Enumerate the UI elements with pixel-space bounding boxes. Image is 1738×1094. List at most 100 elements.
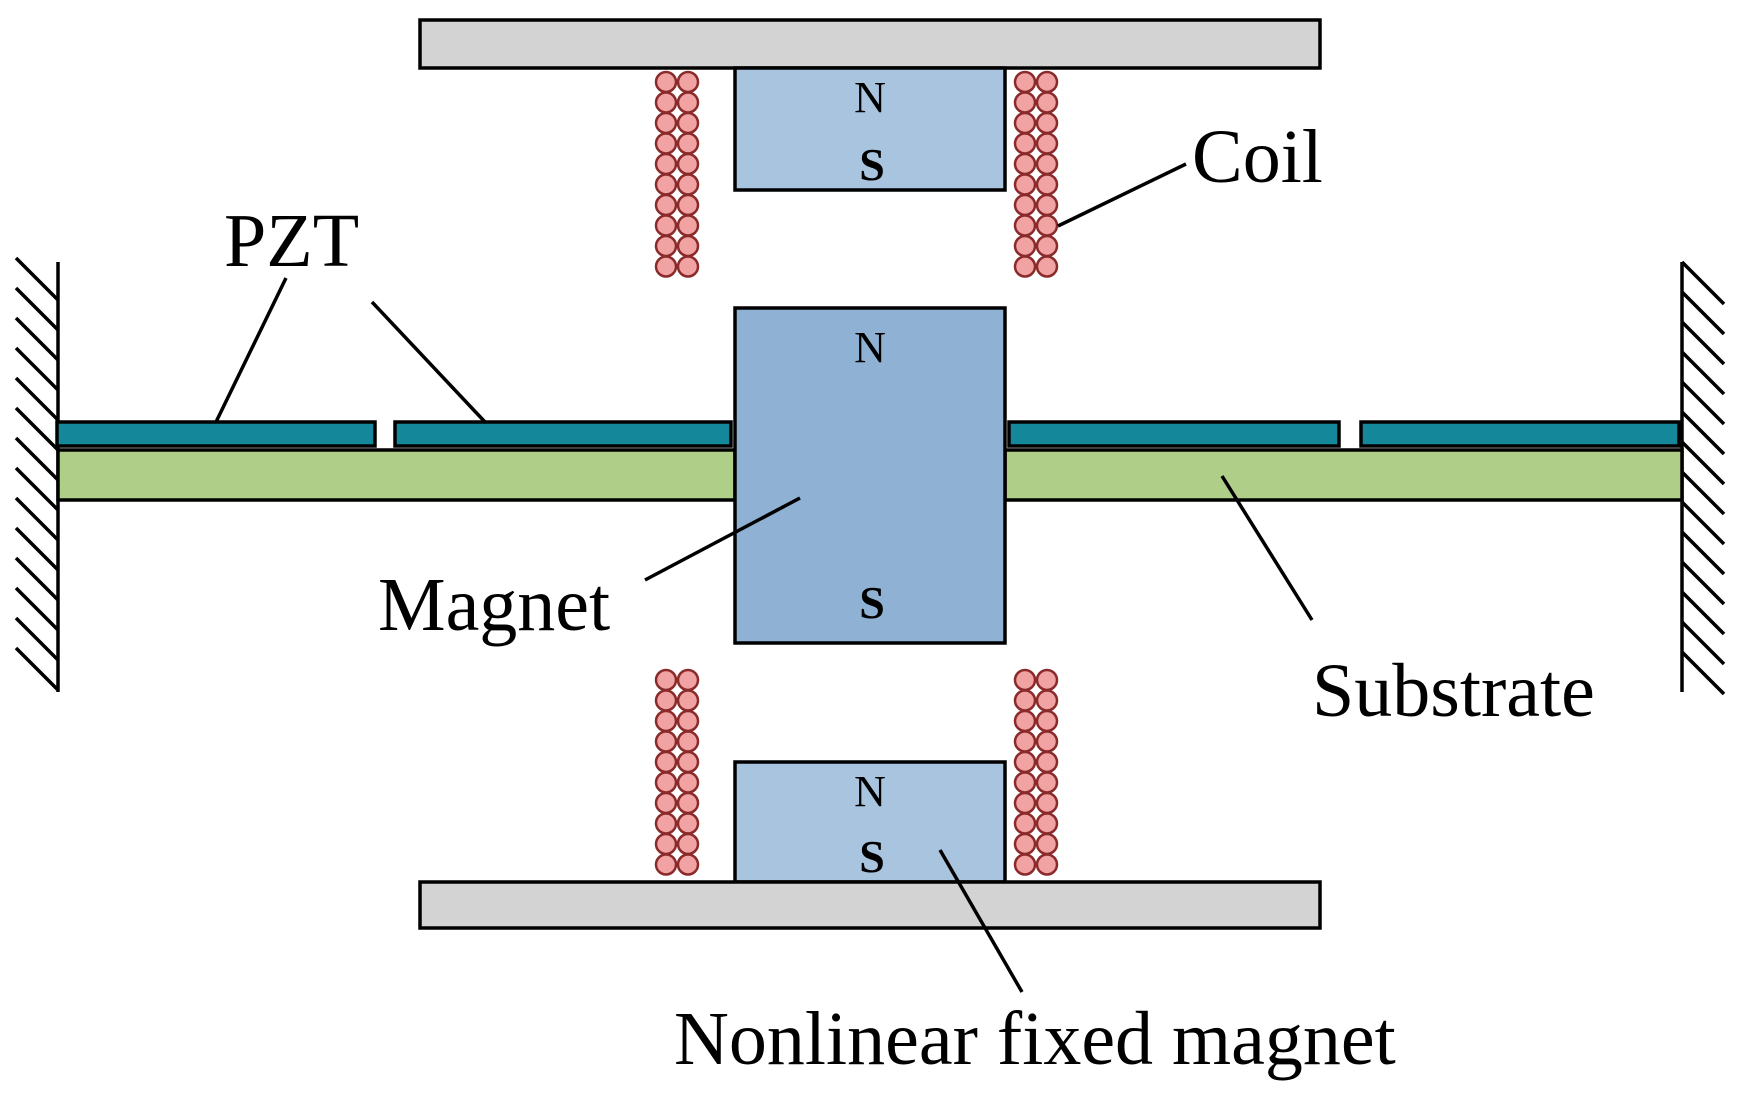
bottom-magnet-s-label: S (859, 831, 885, 882)
coil-turn (654, 812, 678, 835)
coil-turn (654, 152, 678, 176)
fixed-magnet-leader (938, 849, 1024, 993)
coil-turn (1013, 111, 1037, 135)
hatch-line (14, 526, 60, 572)
coil-turn (654, 70, 678, 94)
coil-turn (654, 668, 678, 692)
hatch-line (14, 496, 60, 542)
hatch-line (14, 646, 60, 692)
coil-turn (1035, 111, 1059, 135)
coil-turn (676, 193, 700, 217)
coil-turn (1035, 730, 1059, 753)
coil-turn (1013, 709, 1037, 733)
hatch-line (1680, 290, 1726, 336)
coil-turn (654, 255, 678, 278)
coil-leader (1057, 162, 1187, 228)
coil-turn (1035, 750, 1059, 774)
coil-turn (676, 709, 700, 733)
pzt-layer-4 (1359, 420, 1681, 448)
bottom-plate (418, 880, 1322, 930)
hatch-line (1680, 530, 1726, 576)
coil-turn (1035, 255, 1059, 278)
substrate-leader (1220, 475, 1314, 621)
substrate-left (56, 448, 737, 502)
coil-turn (676, 689, 700, 712)
coil-turn (676, 132, 700, 155)
coil-turn (676, 771, 700, 794)
left-wall-hatch-icon (14, 256, 60, 692)
coil-turn (1013, 91, 1037, 114)
hatch-line (1680, 650, 1726, 696)
coil-turn (1035, 132, 1059, 155)
hatch-line (14, 376, 60, 422)
pzt-layer-2 (393, 420, 733, 448)
coil-turn (1035, 91, 1059, 114)
hatch-line (1680, 500, 1726, 546)
coil-turn (676, 255, 700, 278)
coil-turn (1035, 812, 1059, 835)
coil-turn (1035, 853, 1059, 876)
hatch-line (14, 436, 60, 482)
top-plate (418, 18, 1322, 70)
coil-turn (676, 832, 700, 856)
top-magnet-n-label: N (854, 73, 886, 122)
coil-turn (654, 832, 678, 856)
coil-turn (1013, 214, 1037, 237)
coil-turn (1035, 689, 1059, 712)
hatch-line (1680, 560, 1726, 606)
coil-turn (654, 234, 678, 258)
coil-turn (654, 111, 678, 135)
left-wall-support (14, 256, 60, 692)
coil-turn (654, 730, 678, 753)
hatch-line (14, 256, 60, 302)
coil-turn (654, 91, 678, 114)
coil-turn (1035, 193, 1059, 217)
coil-turn (1013, 771, 1037, 794)
hatch-line (14, 556, 60, 602)
coil-turn (1035, 709, 1059, 733)
coil-turn (1035, 234, 1059, 258)
coil-turn (654, 750, 678, 774)
coil-turn (1013, 70, 1037, 94)
coil-turn (1013, 152, 1037, 176)
hatch-line (1680, 410, 1726, 456)
coil-turn (654, 132, 678, 155)
coil-turn (1013, 234, 1037, 258)
coil-turn (676, 91, 700, 114)
coil-turn (676, 111, 700, 135)
pzt-label: PZT (224, 199, 359, 283)
coil-turn (1013, 853, 1037, 876)
bottom-fixed-magnet (733, 760, 1007, 884)
hatch-line (1680, 380, 1726, 426)
coil-turn (1035, 668, 1059, 692)
coil-turn (1013, 193, 1037, 217)
pzt-layer-3 (1007, 420, 1341, 448)
bottom-magnet-n-label: N (854, 767, 886, 816)
right-wall-support (1680, 260, 1726, 696)
center-magnet-s-label: S (859, 577, 885, 628)
center-magnet (733, 306, 1007, 645)
hatch-line (14, 346, 60, 392)
coil-turn (654, 771, 678, 794)
pzt-leader-2 (370, 300, 487, 424)
coil-turn (1035, 70, 1059, 94)
hatch-line (14, 406, 60, 452)
pzt-leader-1 (214, 277, 288, 423)
coil-turn (1035, 173, 1059, 196)
magnet-leader (644, 496, 801, 582)
coil-turn (676, 214, 700, 237)
coil-turn (1013, 750, 1037, 774)
hatch-line (1680, 260, 1726, 306)
hatch-line (14, 286, 60, 332)
coil-turn (654, 853, 678, 876)
coil-turn (676, 668, 700, 692)
hatch-line (1680, 440, 1726, 486)
hatch-line (1680, 350, 1726, 396)
coil-turn (654, 689, 678, 712)
hatch-line (1680, 470, 1726, 516)
coil-turn (676, 750, 700, 774)
pzt-layer-1 (55, 420, 377, 448)
coil-turn (654, 791, 678, 815)
coil-turn (654, 193, 678, 217)
